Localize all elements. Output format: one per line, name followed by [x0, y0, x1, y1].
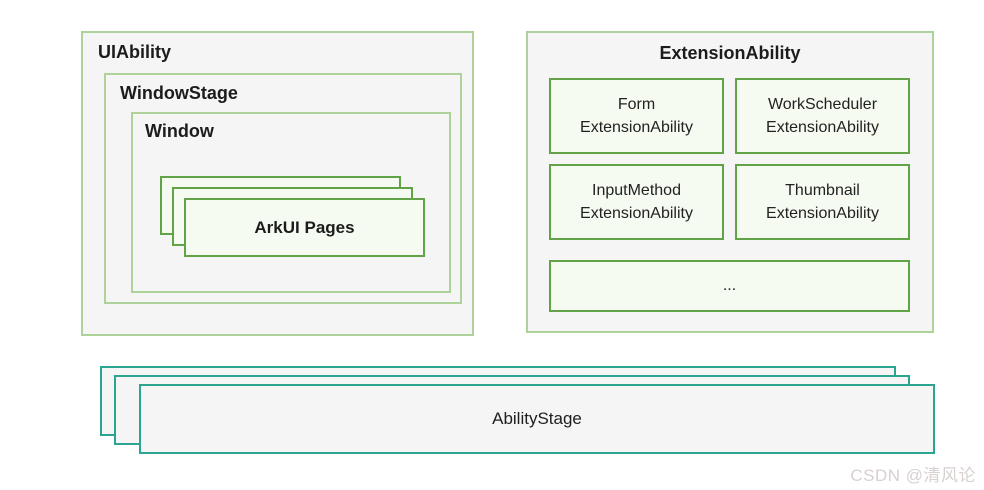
- arkui-pages-box: ArkUI Pages: [184, 198, 425, 257]
- windowstage-title: WindowStage: [120, 83, 238, 103]
- arkui-pages-label: ArkUI Pages: [254, 217, 355, 237]
- inputmethod-extensionability-box: InputMethod ExtensionAbility: [549, 164, 724, 240]
- workscheduler-extensionability-box: WorkScheduler ExtensionAbility: [735, 78, 910, 154]
- window-box: Window ArkUI Pages: [131, 112, 451, 293]
- form-extensionability-box: Form ExtensionAbility: [549, 78, 724, 154]
- extensionability-box: ExtensionAbility Form ExtensionAbility W…: [526, 31, 934, 333]
- uiability-box: UIAbility WindowStage Window ArkUI Pages: [81, 31, 474, 336]
- abilitystage-box: AbilityStage: [139, 384, 935, 454]
- more-extensionability-box: ...: [549, 260, 910, 312]
- abilitystage-label: AbilityStage: [492, 409, 582, 428]
- thumbnail-extensionability-box: Thumbnail ExtensionAbility: [735, 164, 910, 240]
- window-title: Window: [145, 121, 214, 141]
- watermark-text: CSDN @清风论: [850, 466, 976, 485]
- windowstage-box: WindowStage Window ArkUI Pages: [104, 73, 462, 304]
- extensionability-title: ExtensionAbility: [659, 43, 801, 63]
- uiability-title: UIAbility: [98, 42, 172, 62]
